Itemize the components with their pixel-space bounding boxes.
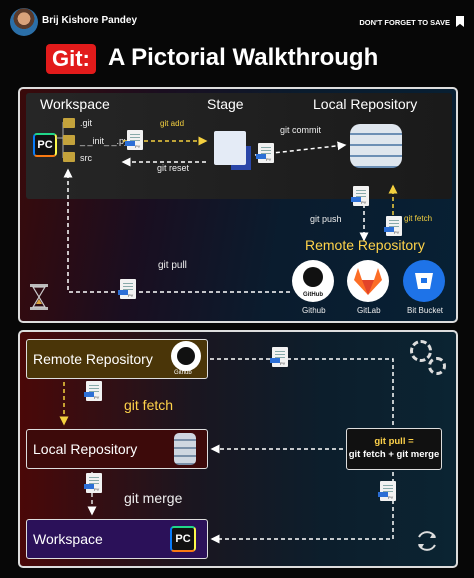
sync-cycle-icon: [418, 531, 436, 551]
py-file-icon: PY: [256, 143, 274, 163]
py-file-icon: PY: [125, 130, 143, 150]
remote-repo-label: Remote Repository: [33, 351, 153, 367]
git-fetch-label-bottom: git fetch: [124, 397, 174, 413]
py-file-tag: PY: [94, 395, 100, 400]
file-src: src: [80, 153, 92, 163]
file-init-py: _ _init_ _.py: [80, 136, 129, 146]
pycharm-icon: PC: [33, 133, 57, 157]
folder-icon: [63, 118, 75, 128]
py-file-icon: PY: [84, 473, 102, 493]
folder-icon: [63, 152, 75, 162]
git-push-label: git push: [310, 214, 342, 224]
workspace-label: Workspace: [33, 531, 103, 547]
github-octocat-icon: [171, 341, 201, 371]
svg-text:GitHub: GitHub: [303, 292, 323, 298]
bitbucket-caption: Bit Bucket: [407, 306, 444, 315]
stage-document-icon: [214, 131, 246, 165]
gitlab-logo-icon: [347, 260, 389, 302]
workspace-heading: Workspace: [40, 96, 110, 112]
py-file-tag: PY: [388, 495, 394, 500]
title-git-badge: Git:: [46, 44, 96, 74]
stage-heading: Stage: [207, 96, 244, 112]
github-caption: Github: [302, 306, 326, 315]
py-file-icon: PY: [351, 186, 369, 206]
author-avatar: [10, 8, 38, 36]
file-git: .git: [80, 118, 93, 128]
github-mini-caption: Github: [174, 370, 192, 376]
save-reminder: DON'T FORGET TO SAVE: [359, 18, 450, 27]
py-file-tag: PY: [135, 144, 141, 149]
page-title: A Pictorial Walkthrough: [108, 44, 379, 71]
remote-repo-heading: Remote Repository: [305, 237, 425, 253]
hourglass-icon: [30, 284, 48, 310]
py-file-tag: PY: [361, 200, 367, 205]
py-file-icon: PY: [384, 216, 402, 236]
local-repository-database-icon: [350, 124, 402, 168]
git-pull-label: git pull: [158, 260, 187, 271]
bitbucket-logo-icon: [403, 260, 445, 302]
py-file-tag: PY: [94, 487, 100, 492]
py-file-tag: PY: [394, 230, 400, 235]
bookmark-icon: [456, 16, 464, 27]
github-logo-icon: GitHub: [292, 260, 334, 302]
py-file-tag: PY: [280, 361, 286, 366]
author-name: Brij Kishore Pandey: [42, 15, 138, 26]
git-commit-label: git commit: [280, 125, 322, 135]
git-pull-definition: git fetch + git merge: [348, 449, 440, 460]
git-pull-equation-box: git pull = git fetch + git merge: [346, 428, 442, 470]
git-fetch-label: git fetch: [404, 214, 433, 223]
git-pull-equals: git pull =: [374, 436, 414, 447]
git-merge-label: git merge: [124, 490, 183, 506]
git-reset-label: git reset: [157, 163, 190, 173]
gear-icon: [428, 357, 446, 375]
local-repo-heading: Local Repository: [313, 96, 418, 112]
local-repo-database-icon: [174, 433, 196, 465]
folder-icon: [63, 135, 75, 145]
git-add-label: git add: [160, 119, 185, 128]
py-file-tag: PY: [266, 157, 272, 162]
py-file-icon: PY: [84, 381, 102, 401]
py-file-icon: PY: [378, 481, 396, 501]
py-file-tag: PY: [128, 293, 134, 298]
gear-icon: [410, 340, 432, 362]
local-repo-label: Local Repository: [33, 441, 138, 457]
py-file-icon: PY: [270, 347, 288, 367]
gitlab-caption: GitLab: [357, 306, 381, 315]
pycharm-icon: PC: [170, 526, 196, 552]
py-file-icon: PY: [118, 279, 136, 299]
